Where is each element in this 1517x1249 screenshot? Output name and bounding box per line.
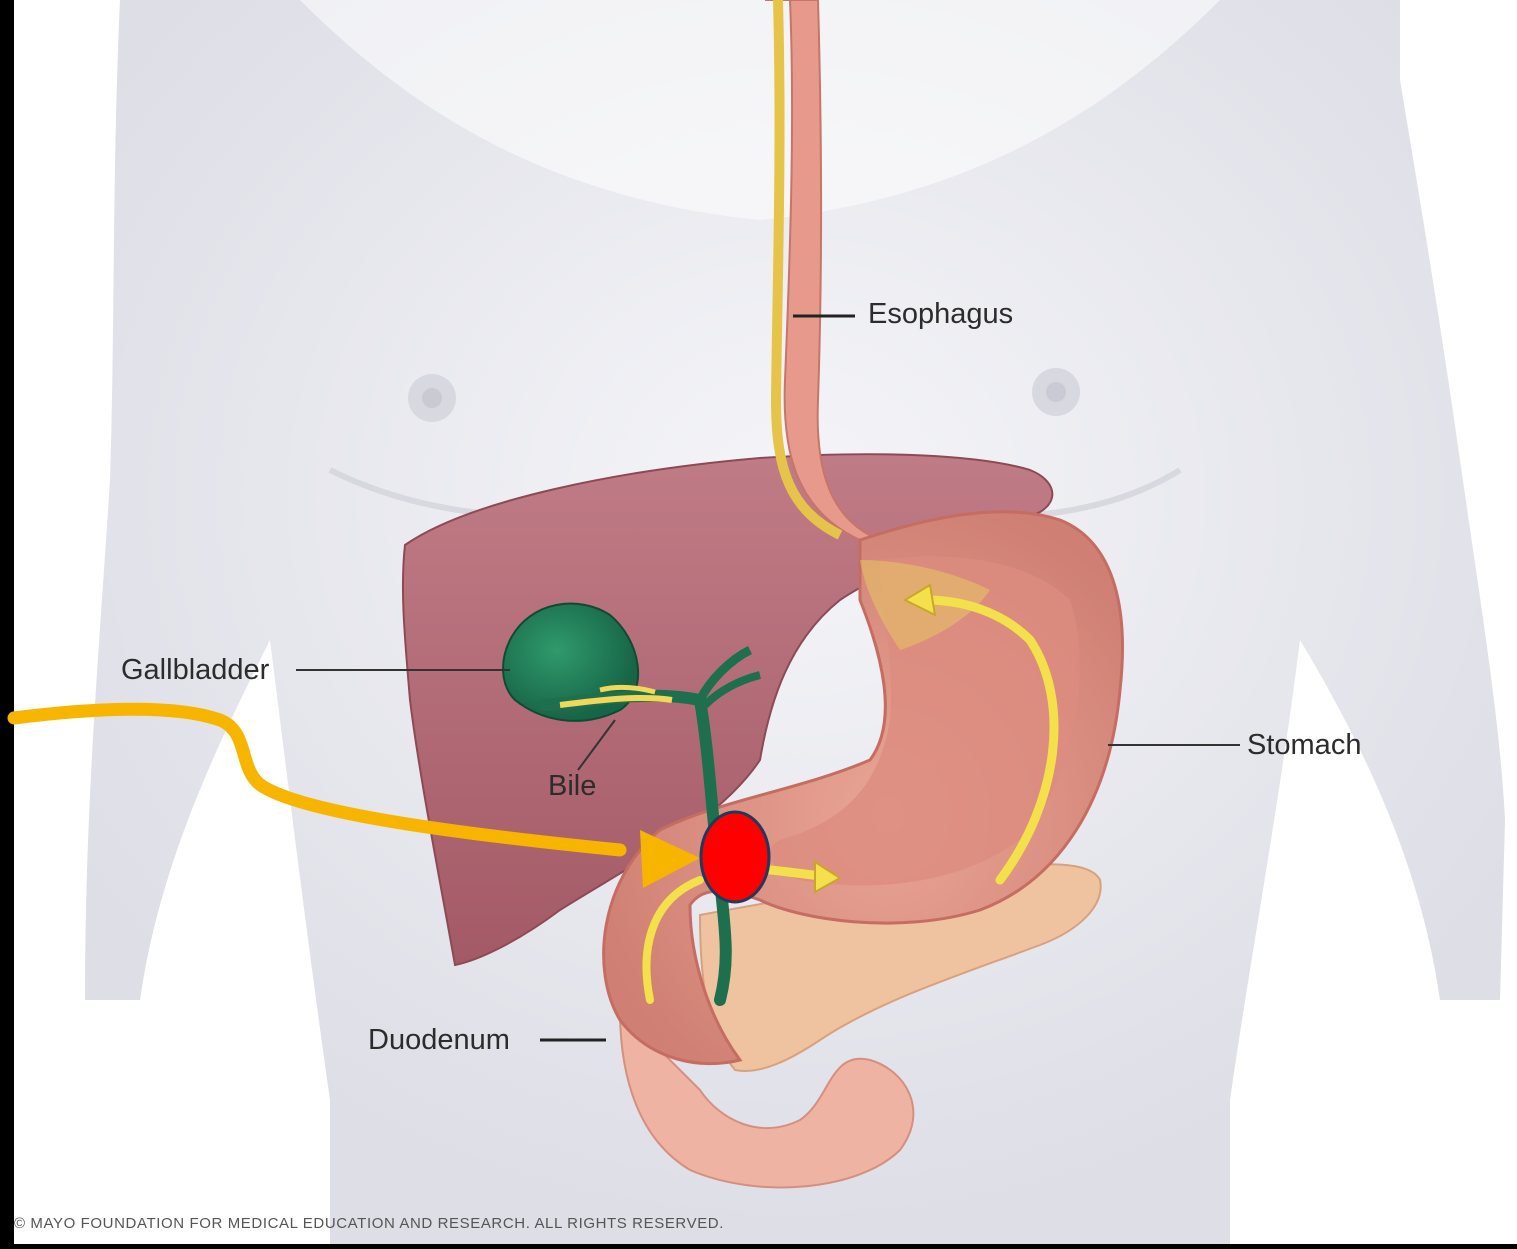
- duodenal-flow-arrow: [770, 870, 820, 876]
- duodenum-label: Duodenum: [368, 1026, 510, 1055]
- bile-label: Bile: [548, 772, 596, 801]
- esophagus-label: Esophagus: [868, 300, 1013, 329]
- stomach-label: Stomach: [1247, 731, 1361, 760]
- red-marker: [701, 812, 769, 902]
- copyright-notice: © MAYO FOUNDATION FOR MEDICAL EDUCATION …: [14, 1215, 724, 1232]
- gallbladder-label: Gallbladder: [121, 656, 269, 685]
